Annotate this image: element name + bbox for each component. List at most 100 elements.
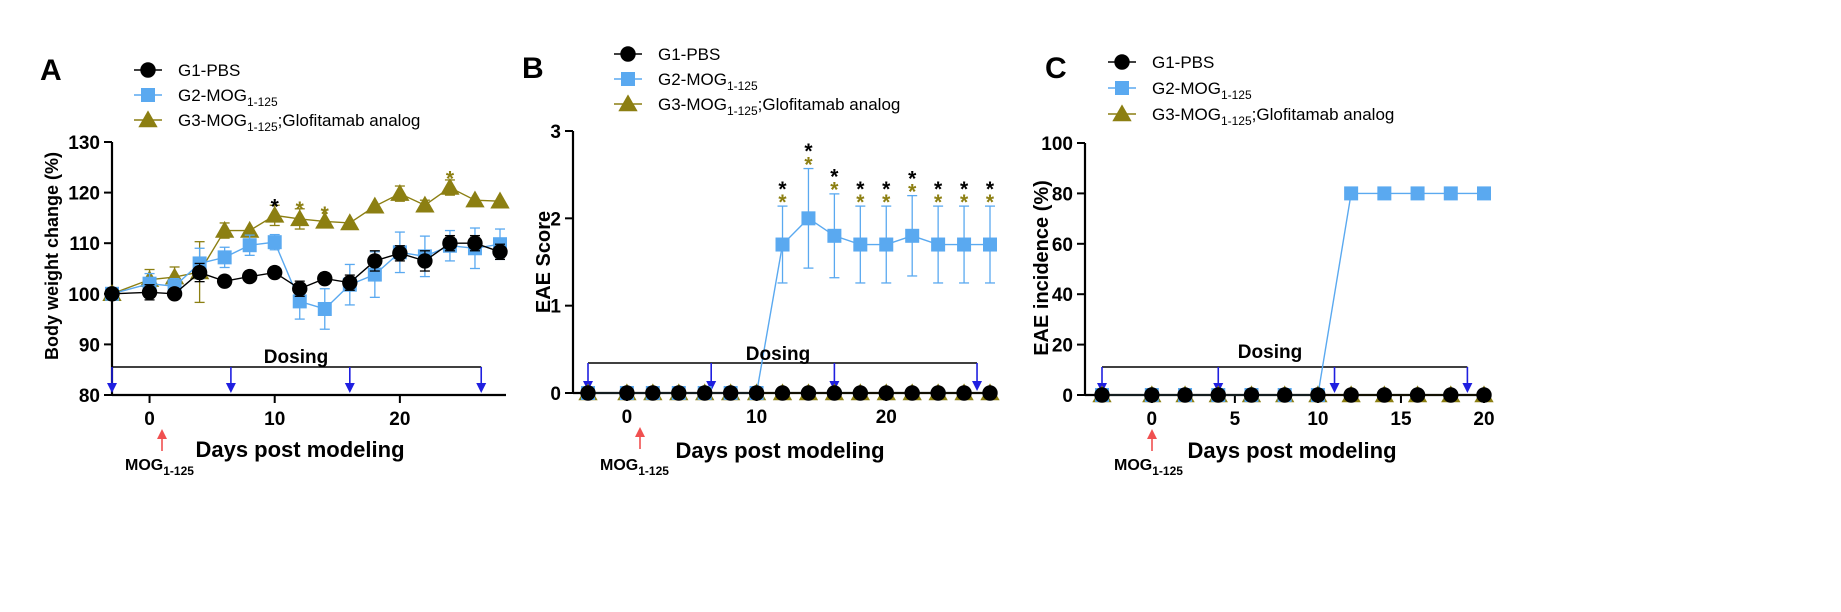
data-point — [1177, 387, 1193, 403]
legend-label-text: G1-PBS — [1152, 53, 1214, 72]
y-tick-label: 20 — [1052, 336, 1073, 357]
data-point — [1210, 387, 1226, 403]
series-line — [111, 242, 501, 295]
panel-a-dosing-label: Dosing — [264, 347, 328, 368]
data-point — [141, 284, 158, 300]
series-g1 — [580, 385, 998, 401]
legend-label: G2-MOG1-125 — [658, 70, 758, 93]
x-tick-label: 20 — [389, 409, 410, 430]
data-point — [879, 237, 894, 252]
significance-star: * — [296, 198, 305, 221]
dosing-arrowhead — [107, 383, 117, 393]
mog-arrowhead — [635, 427, 645, 437]
legend-marker-triangle — [138, 110, 158, 128]
legend-label-suffix: ;Glofitamab analog — [278, 111, 421, 130]
legend-label-subscript: 1-125 — [727, 104, 758, 118]
panel-c-dosing-label: Dosing — [1238, 342, 1302, 363]
dosing-arrowhead — [225, 383, 236, 393]
data-point — [645, 385, 661, 401]
data-point — [492, 244, 508, 260]
data-point — [580, 385, 596, 401]
y-tick-label: 80 — [1052, 184, 1073, 205]
x-tick-label: 10 — [264, 409, 285, 430]
legend-label: G2-MOG1-125 — [1152, 79, 1252, 102]
panel-a-mog-annotation: MOG1-125 — [125, 457, 194, 478]
legend-label-subscript: 1-125 — [1221, 114, 1252, 128]
data-point — [442, 235, 458, 251]
panel-a-mog-text: MOG — [125, 457, 163, 474]
data-point — [619, 385, 635, 401]
data-point — [878, 385, 894, 401]
legend-label: G1-PBS — [178, 61, 240, 80]
panel-b: B G1-PBSG2-MOG1-125G3-MOG1-125;Glofitama… — [522, 45, 1000, 478]
data-point — [315, 211, 335, 229]
data-point — [1243, 387, 1260, 403]
series-line — [111, 241, 501, 310]
data-point — [956, 385, 972, 401]
data-point — [1344, 186, 1359, 201]
legend-label: G3-MOG1-125;Glofitamab analog — [658, 95, 900, 118]
data-point — [367, 253, 383, 269]
panel-b-y-axis-label: EAE Score — [533, 211, 555, 313]
data-point — [748, 385, 765, 401]
dosing-arrowhead — [972, 381, 983, 391]
data-point — [290, 209, 310, 227]
legend-label: G1-PBS — [658, 45, 720, 64]
y-tick-label: 100 — [68, 285, 100, 306]
data-point — [267, 264, 283, 281]
legend-marker-square — [1115, 81, 1129, 95]
data-point — [1443, 186, 1458, 201]
y-tick-label: 3 — [550, 122, 561, 143]
data-point — [957, 237, 972, 252]
data-point — [467, 235, 483, 251]
data-point — [415, 195, 435, 213]
data-point — [265, 205, 285, 223]
significance-star: * — [830, 179, 839, 202]
panel-c-x-axis-label: Days post modeling — [1187, 438, 1396, 463]
mog-arrowhead — [157, 429, 167, 439]
significance-star: * — [960, 191, 969, 214]
data-point — [671, 385, 687, 401]
legend-label: G3-MOG1-125;Glofitamab analog — [178, 111, 420, 134]
panel-a-letter: A — [40, 54, 62, 87]
data-point — [317, 270, 333, 287]
data-point — [1094, 387, 1110, 403]
significance-star: * — [882, 178, 891, 201]
legend-marker-circle — [1114, 54, 1130, 70]
panel-c-y-axis-label: EAE incidence (%) — [1031, 180, 1053, 356]
panel-a-y-axis-label: Body weight change (%) — [42, 152, 62, 360]
panel-a: A G1-PBS G2-MOG 1-125G3-MOG1-125;Glofitama… — [40, 54, 510, 478]
data-point — [852, 385, 869, 401]
significance-star: * — [882, 191, 891, 214]
data-point — [365, 196, 385, 214]
panel-b-mog-subscript: 1-125 — [638, 464, 669, 478]
y-tick-label: 0 — [550, 384, 561, 405]
dosing-arrowhead — [1329, 383, 1340, 393]
data-point — [1409, 387, 1426, 403]
panel-c: C G1-PBSG2-MOG1-125G3-MOG1-125;Glofitama… — [1031, 52, 1495, 478]
data-point — [1377, 186, 1392, 201]
data-point — [342, 274, 358, 291]
legend-label-subscript: 1-125 — [247, 120, 278, 134]
y-tick-label: 110 — [69, 234, 100, 255]
x-tick-label: 0 — [1147, 409, 1158, 430]
legend-marker-circle — [620, 46, 636, 62]
series-g1 — [1094, 387, 1492, 403]
legend-label-text: G2-MOG — [178, 86, 247, 105]
significance-star: * — [804, 140, 813, 163]
data-point — [216, 273, 233, 289]
legend-label-text: G2-MOG — [1152, 79, 1221, 98]
significance-star: * — [856, 178, 865, 201]
series-g2 — [1095, 186, 1491, 402]
x-tick-label: 20 — [876, 407, 897, 428]
data-point — [931, 237, 946, 252]
panel-b-dosing-label: Dosing — [746, 344, 810, 365]
data-point — [214, 220, 235, 238]
y-tick-label: 90 — [79, 335, 100, 356]
significance-star: * — [321, 203, 330, 226]
significance-star: * — [908, 180, 917, 203]
data-point — [826, 385, 843, 401]
